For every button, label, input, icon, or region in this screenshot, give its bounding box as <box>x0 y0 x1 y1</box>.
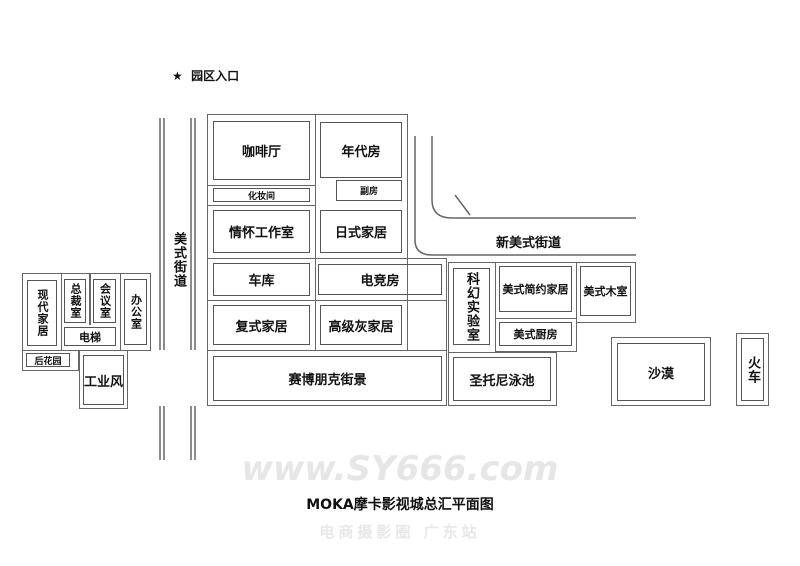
room-cyberpunk[interactable]: 赛博朋克街景 <box>213 356 442 401</box>
room-desert[interactable]: 沙漠 <box>617 343 705 401</box>
block-desert <box>611 337 711 406</box>
room-esports[interactable]: 电竞房 <box>318 264 442 295</box>
park-entrance: ★ 园区入口 <box>172 67 239 84</box>
watermark-url: www.SY666.com <box>241 449 559 489</box>
watermark-caption: 电商摄影圈 广东站 <box>319 523 481 541</box>
room-american-kitchen[interactable]: 美式厨房 <box>499 322 572 346</box>
room-studio[interactable]: 情怀工作室 <box>213 210 310 253</box>
block-kitchen <box>495 318 577 352</box>
room-american-wood[interactable]: 美式木室 <box>580 266 631 316</box>
room-era[interactable]: 年代房 <box>320 122 402 178</box>
room-duplex[interactable]: 复式家居 <box>213 305 310 345</box>
block-pool <box>448 352 557 406</box>
room-scifi[interactable]: 科幻实验室 <box>453 268 490 345</box>
entrance-label: 园区入口 <box>191 69 240 83</box>
room-makeup[interactable]: 化妆间 <box>213 188 310 202</box>
block-industrial <box>79 350 128 409</box>
room-industrial[interactable]: 工业风 <box>83 355 124 405</box>
block-wood <box>576 262 636 323</box>
room-pool[interactable]: 圣托尼泳池 <box>453 357 551 401</box>
road-label-west: 美式街道 <box>171 232 186 288</box>
star-icon: ★ <box>172 69 183 83</box>
room-side[interactable]: 副房 <box>336 180 402 201</box>
road-label-east: 新美式街道 <box>496 236 562 251</box>
room-train[interactable]: 火车 <box>741 338 764 401</box>
room-gray[interactable]: 高级灰家居 <box>320 305 402 345</box>
plan-title: MOKA摩卡影视城总汇平面图 <box>306 497 494 513</box>
room-american-simple[interactable]: 美式简约家居 <box>499 266 572 312</box>
room-garden[interactable]: 后花园 <box>26 353 70 367</box>
block-garden <box>22 350 79 371</box>
row-divider <box>207 185 316 206</box>
room-garage[interactable]: 车库 <box>213 263 310 296</box>
room-elevator[interactable]: 电梯 <box>64 327 116 346</box>
block-train <box>736 333 769 406</box>
divider <box>89 273 91 325</box>
room-japanese[interactable]: 日式家居 <box>320 210 402 253</box>
room-cafe[interactable]: 咖啡厅 <box>213 121 310 180</box>
room-meeting[interactable]: 会议室 <box>93 279 116 323</box>
room-ceo[interactable]: 总裁室 <box>64 279 86 323</box>
room-office[interactable]: 办公室 <box>124 279 147 345</box>
block-south <box>207 350 447 406</box>
block-office-right <box>120 273 151 351</box>
room-modern[interactable]: 现代家居 <box>27 280 57 346</box>
